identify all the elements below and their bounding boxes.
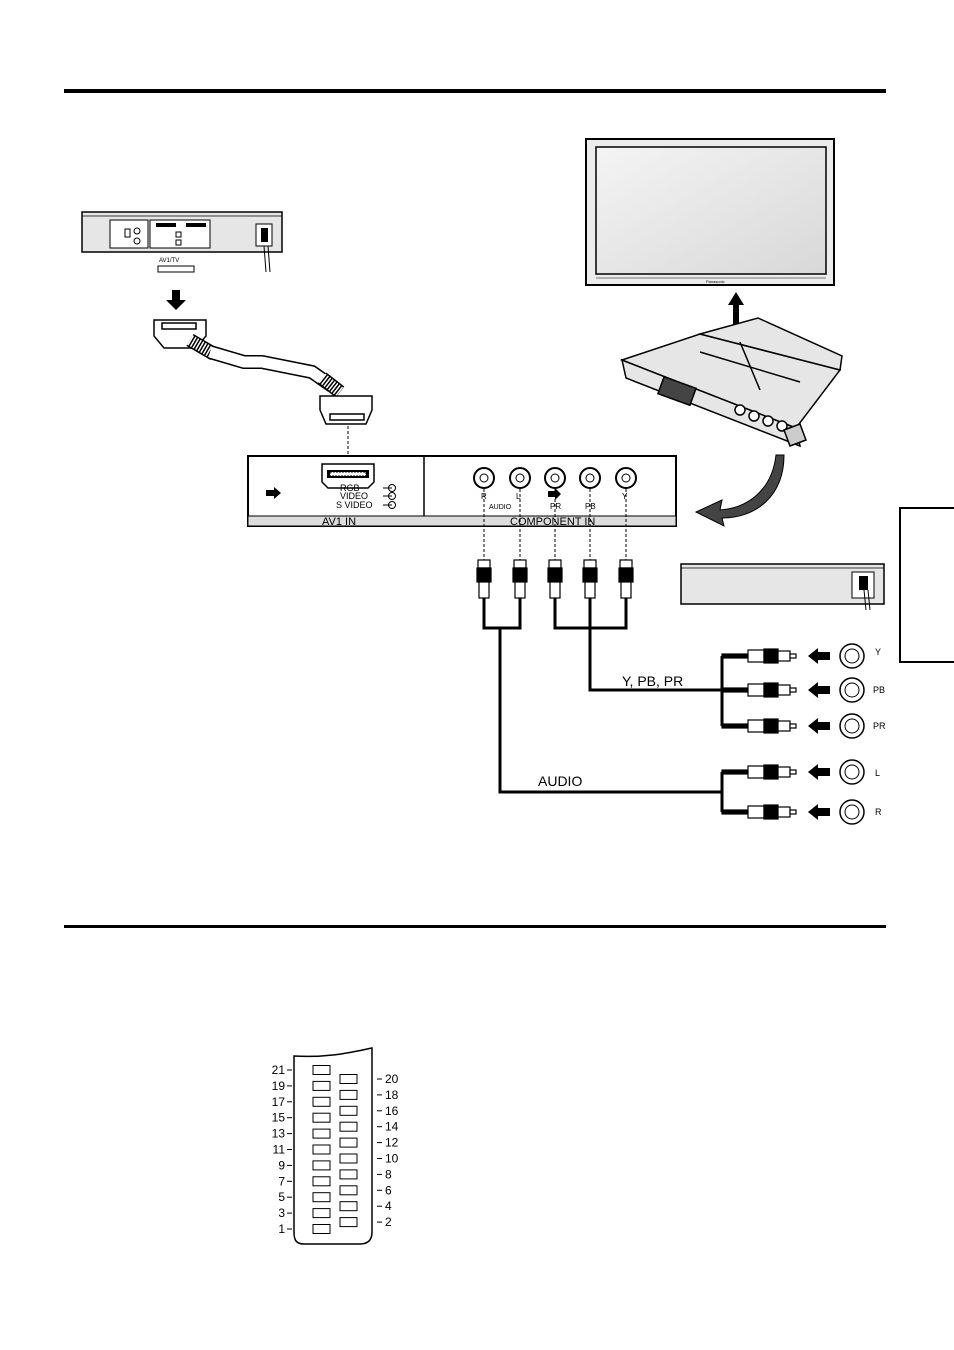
scart-pin-diagram: 21 19 17 15 13 119 7 5 3 1 20 18 16 14 12 108 6 4 2 bbox=[272, 1048, 399, 1244]
scart-pin bbox=[313, 1161, 330, 1170]
plasma-display: Panasonic bbox=[586, 139, 834, 285]
pin-label: 12 bbox=[385, 1136, 399, 1150]
scart-pin bbox=[340, 1154, 357, 1163]
curved-arrow-icon bbox=[696, 455, 784, 526]
pin-label: 1 bbox=[278, 1222, 285, 1236]
terminal-panel bbox=[248, 456, 676, 526]
source-output-jacks bbox=[840, 644, 864, 824]
scart-pin bbox=[340, 1202, 357, 1211]
scart-pin bbox=[340, 1075, 357, 1084]
scart-pin bbox=[340, 1186, 357, 1195]
scart-pin bbox=[313, 1145, 330, 1154]
left-arrow-icons bbox=[808, 648, 830, 820]
pin-label: 20 bbox=[385, 1072, 399, 1086]
scart-pin bbox=[313, 1113, 330, 1122]
source-label-pr: PR bbox=[873, 721, 886, 731]
vcr-scart-port bbox=[158, 266, 194, 272]
pin-label: 18 bbox=[385, 1088, 399, 1102]
jack-label-audio: AUDIO bbox=[489, 504, 512, 511]
pin-label: 21 bbox=[272, 1063, 286, 1077]
scart-pin bbox=[340, 1090, 357, 1099]
pin-label: 3 bbox=[278, 1206, 285, 1220]
rca-plugs-panel bbox=[477, 560, 633, 598]
pin-label: 16 bbox=[385, 1104, 399, 1118]
scart-pin bbox=[313, 1066, 330, 1075]
pin-label: 9 bbox=[278, 1158, 285, 1172]
pin-label: 7 bbox=[278, 1174, 285, 1188]
pin-label: 5 bbox=[278, 1190, 285, 1204]
video-cable-label: Y, PB, PR bbox=[622, 673, 683, 689]
scart-pin bbox=[313, 1225, 330, 1234]
pin-label: 8 bbox=[385, 1167, 392, 1181]
pin-label: 10 bbox=[385, 1152, 399, 1166]
down-arrow-icon bbox=[166, 290, 186, 310]
cable-lines bbox=[484, 598, 722, 812]
scart-pin bbox=[313, 1081, 330, 1090]
top-rule bbox=[64, 89, 886, 93]
vcr-device bbox=[82, 212, 282, 272]
scart-pin bbox=[340, 1170, 357, 1179]
source-label-r: R bbox=[875, 807, 882, 817]
audio-cable-label: AUDIO bbox=[538, 773, 582, 789]
pin-label: 4 bbox=[385, 1199, 392, 1213]
scart-cable bbox=[154, 320, 372, 424]
scart-pin bbox=[340, 1122, 357, 1131]
scart-pin bbox=[340, 1106, 357, 1115]
pin-label: 11 bbox=[273, 1143, 286, 1157]
source-label-l: L bbox=[875, 768, 880, 778]
pin-label: 15 bbox=[272, 1111, 286, 1125]
pin-label: 6 bbox=[385, 1183, 392, 1197]
scart-pin bbox=[313, 1097, 330, 1106]
rca-plugs-source bbox=[722, 649, 796, 819]
scart-pin bbox=[313, 1177, 330, 1186]
scart-pin bbox=[340, 1218, 357, 1227]
pin-label: 19 bbox=[272, 1079, 286, 1093]
bottom-rule bbox=[64, 925, 886, 928]
av1-in-label: AV1 IN bbox=[322, 516, 356, 528]
display-brand: Panasonic bbox=[706, 279, 725, 284]
scart-pin bbox=[313, 1209, 330, 1218]
jack-label-y: Y bbox=[622, 492, 628, 501]
pin-label: 2 bbox=[385, 1215, 392, 1229]
scart-pin bbox=[313, 1129, 330, 1138]
pin-label: 13 bbox=[272, 1127, 286, 1141]
scart-pin bbox=[340, 1138, 357, 1147]
pin-label: 17 bbox=[272, 1095, 286, 1109]
terminal-board bbox=[622, 318, 842, 446]
pin-label: 14 bbox=[385, 1120, 399, 1134]
scart-pin bbox=[313, 1193, 330, 1202]
jack-label-pr: PR bbox=[550, 502, 561, 511]
side-tab bbox=[900, 508, 954, 662]
av1-signal-svideo: S VIDEO bbox=[336, 500, 373, 510]
vcr-scart-label: AV1/TV bbox=[159, 258, 179, 264]
component-in-label: COMPONENT IN bbox=[510, 516, 595, 528]
source-label-pb: PB bbox=[873, 685, 885, 695]
source-label-y: Y bbox=[875, 647, 881, 657]
component-source-device bbox=[681, 564, 884, 610]
